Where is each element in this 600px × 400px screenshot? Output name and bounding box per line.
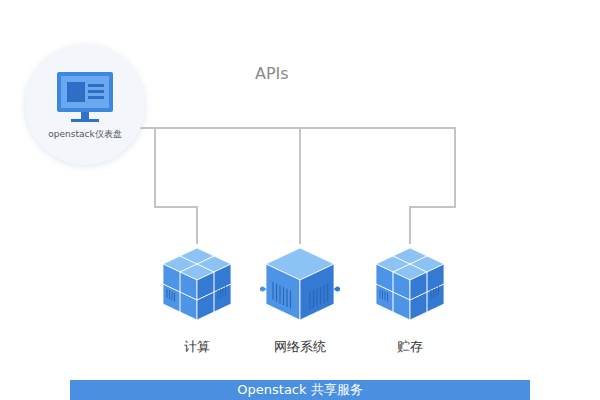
api-connector [140, 128, 197, 244]
platform-surface [70, 236, 530, 380]
cube-face [376, 264, 410, 320]
screen-line [88, 84, 104, 87]
port-dot [335, 287, 340, 292]
cube-detail [376, 256, 444, 312]
shared-services-platform: Openstack 共享服务 计算 网络系统 贮存 [70, 236, 530, 400]
node-label: openstack仪表盘 [48, 128, 121, 141]
api-connector [140, 128, 455, 244]
monitor-screen [61, 76, 109, 108]
service-cube: 贮存 [365, 244, 455, 356]
api-connector [140, 128, 300, 244]
cube-face [197, 264, 231, 320]
api-line [299, 0, 301, 128]
screen-line [88, 96, 104, 99]
dashboard-circle: openstack仪表盘 [25, 45, 145, 165]
screen-line [88, 90, 104, 93]
cube-icon [260, 244, 340, 324]
cube-detail [163, 256, 231, 312]
cube-face [410, 264, 444, 320]
screen-panel [67, 82, 85, 102]
monitor-neck [81, 112, 89, 119]
service-cube: 网络系统 [255, 244, 345, 356]
cube-icon [370, 244, 450, 324]
cube-face [163, 264, 197, 320]
port-dot [260, 287, 265, 292]
cube-detail [273, 282, 328, 310]
cube-face [266, 264, 300, 320]
cube-face [300, 264, 334, 320]
dashed-frame [1, 20, 599, 280]
monitor-frame [57, 72, 113, 112]
api-label: APIs [255, 64, 289, 83]
node-label: 贮存 [397, 338, 423, 356]
monitor-base [71, 119, 99, 122]
cube-icon [157, 244, 237, 324]
platform-bar-label: Openstack 共享服务 [70, 380, 530, 400]
node-label: 网络系统 [274, 338, 326, 356]
node-label: 计算 [184, 338, 210, 356]
service-cube: 计算 [152, 244, 242, 356]
monitor-icon [53, 70, 117, 124]
